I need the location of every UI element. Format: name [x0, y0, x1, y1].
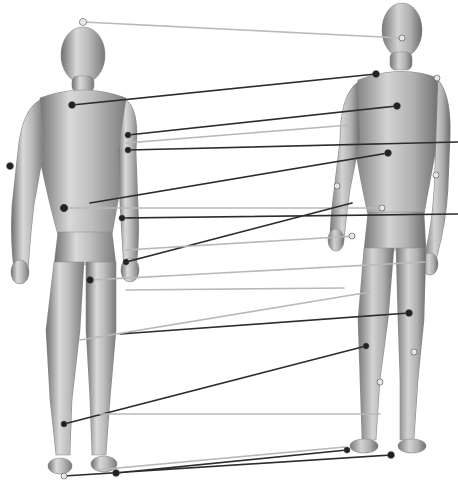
left-head — [61, 27, 105, 83]
match-line — [126, 288, 344, 290]
keypoint — [433, 172, 439, 178]
match-line — [83, 22, 402, 38]
keypoint — [406, 310, 413, 317]
keypoint — [7, 163, 14, 170]
right-head — [382, 3, 422, 57]
right-foot-b — [398, 439, 426, 453]
keypoint — [334, 183, 340, 189]
left-leg-b — [86, 262, 116, 455]
left-hand-a — [11, 260, 29, 284]
left-neck — [72, 76, 94, 92]
keypoint — [119, 215, 125, 221]
right-foot-a — [350, 439, 378, 453]
keypoint — [69, 102, 76, 109]
match-line — [80, 292, 370, 340]
keypoint — [123, 259, 129, 265]
right-neck — [390, 52, 412, 70]
keypoint — [434, 75, 440, 81]
right-hand-a — [328, 229, 344, 251]
left-foot-a — [48, 458, 72, 474]
keypoint — [61, 421, 67, 427]
keypoint — [87, 277, 94, 284]
keypoint — [344, 447, 350, 453]
right-body-figure — [328, 3, 450, 453]
match-line — [126, 125, 350, 143]
keypoint — [349, 233, 355, 239]
left-torso — [38, 90, 128, 235]
keypoint — [61, 473, 67, 479]
left-body-figure — [11, 27, 139, 474]
keypoint — [399, 35, 405, 41]
match-line — [116, 450, 347, 473]
keypoint — [394, 103, 401, 110]
match-line — [126, 236, 355, 250]
keypoint — [379, 205, 385, 211]
keypoint — [388, 452, 395, 459]
match-line — [126, 203, 352, 262]
keypoint — [125, 147, 131, 153]
keypoint — [377, 379, 383, 385]
keypoint — [373, 71, 380, 78]
keypoint — [363, 343, 369, 349]
keypoint — [125, 132, 131, 138]
right-hips — [364, 212, 426, 250]
match-line — [72, 74, 376, 105]
keypoint — [80, 19, 87, 26]
left-arm-a — [11, 100, 44, 272]
left-hips — [54, 232, 116, 265]
keypoint — [113, 470, 120, 477]
keypoint — [411, 349, 417, 355]
keypoint — [385, 150, 392, 157]
right-leg-b — [396, 248, 426, 440]
keypoint — [60, 204, 68, 212]
